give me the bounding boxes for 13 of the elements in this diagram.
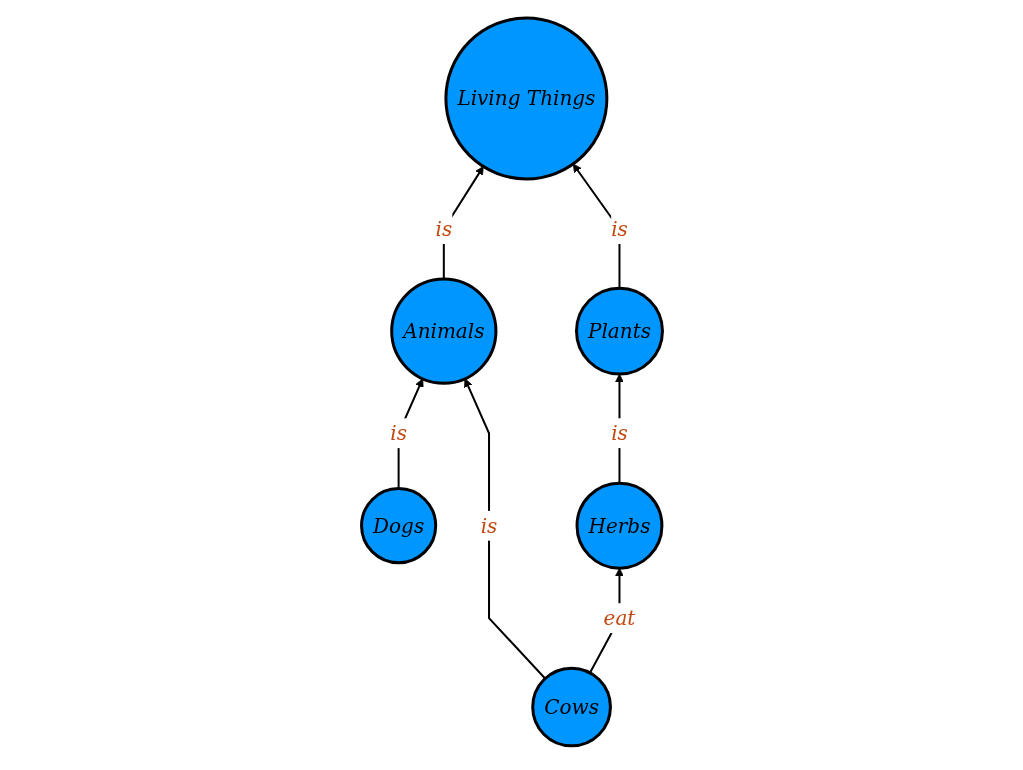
edge-label: is bbox=[480, 513, 497, 538]
node-circle bbox=[359, 487, 437, 565]
edge-label: is bbox=[389, 421, 407, 446]
edge-label: eat bbox=[603, 606, 635, 631]
node-circle bbox=[575, 481, 663, 570]
node-circle bbox=[389, 277, 497, 385]
edge-label: is bbox=[610, 421, 628, 446]
node-circle bbox=[443, 16, 608, 181]
edge-label: is bbox=[610, 216, 628, 241]
node-circle bbox=[574, 286, 664, 376]
arrow bbox=[463, 378, 546, 680]
node-circle bbox=[530, 666, 612, 748]
edge-label: is bbox=[434, 216, 452, 241]
